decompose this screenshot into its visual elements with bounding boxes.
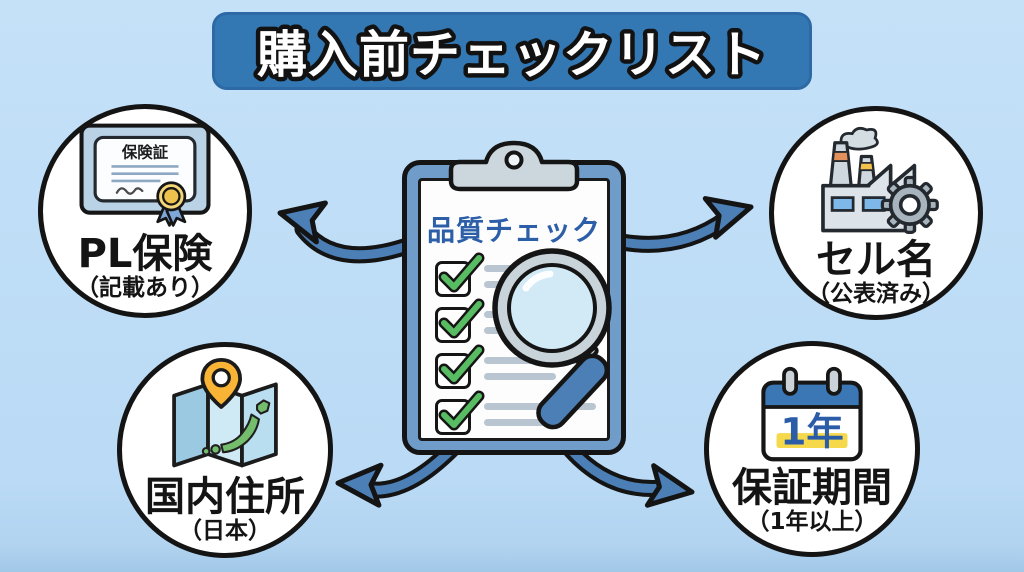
title-banner: 購入前チェックリスト xyxy=(212,12,812,90)
certificate-title: 保険証 xyxy=(121,143,169,162)
arrow-to-pl-insurance xyxy=(277,200,413,264)
arrowhead-icon xyxy=(277,200,328,245)
location-pin-icon xyxy=(200,357,242,409)
page-title: 購入前チェックリスト xyxy=(257,26,767,84)
checkbox-icon xyxy=(435,344,485,389)
node-label: PL保険 xyxy=(77,231,213,278)
calendar-header xyxy=(761,381,863,410)
arrowhead-icon xyxy=(335,462,384,508)
check-mark-icon xyxy=(438,252,485,293)
node-label: 保証期間 xyxy=(732,465,892,512)
node-sublabel: （1年以上） xyxy=(746,509,878,536)
japan-map-icon xyxy=(172,357,278,468)
japan-shape xyxy=(201,399,271,456)
arrowhead-icon xyxy=(644,463,695,508)
rosette-medal-icon xyxy=(156,181,187,212)
clip-hole xyxy=(504,150,524,170)
signature-squiggle xyxy=(115,187,144,196)
chimneys xyxy=(828,141,877,190)
arrow-to-cell-name xyxy=(613,196,754,253)
text-line xyxy=(484,373,556,380)
node-sublabel: （日本） xyxy=(179,517,271,544)
check-mark-icon xyxy=(438,344,485,385)
node-cell-name: セル名 （公表済み） xyxy=(769,106,983,320)
magnifier-lens xyxy=(507,263,597,353)
gear-icon xyxy=(880,176,939,235)
certificate-icon: 保険証 xyxy=(79,123,211,228)
calendar-year-text: 1年 xyxy=(780,410,843,454)
magnifier-handle xyxy=(536,353,610,430)
node-label: セル名 xyxy=(816,237,936,284)
lens-highlight xyxy=(522,270,554,292)
node-pl-insurance: 保険証 PL保険 （記載あり） xyxy=(38,104,252,318)
folded-map xyxy=(172,382,278,468)
checkbox-icon xyxy=(435,390,485,435)
check-mark-icon xyxy=(438,298,485,339)
text-line xyxy=(484,419,556,426)
arrow-to-warranty xyxy=(562,441,695,508)
clipboard-heading: 品質チェック xyxy=(426,214,601,247)
year-highlight xyxy=(776,433,848,449)
arrow-to-domestic-address xyxy=(335,440,461,508)
node-label: 国内住所 xyxy=(145,473,305,520)
checkbox-icon xyxy=(435,252,485,297)
node-sublabel: （記載あり） xyxy=(76,275,214,302)
node-warranty-period: 1年 保証期間 （1年以上） xyxy=(704,341,920,557)
calendar-rings xyxy=(782,367,842,397)
checklist-row xyxy=(435,390,607,436)
magnifier-icon xyxy=(492,248,612,430)
title-svg: 購入前チェックリスト xyxy=(253,22,771,88)
arrowhead-icon xyxy=(702,196,754,240)
node-sublabel: （公表済み） xyxy=(807,281,945,308)
checkbox-icon xyxy=(435,298,485,343)
factory-icon xyxy=(821,127,939,235)
calendar-icon: 1年 xyxy=(761,367,863,462)
clipboard-clip xyxy=(448,140,580,192)
check-mark-icon xyxy=(438,390,485,431)
node-domestic-address: 国内住所 （日本） xyxy=(117,342,333,558)
